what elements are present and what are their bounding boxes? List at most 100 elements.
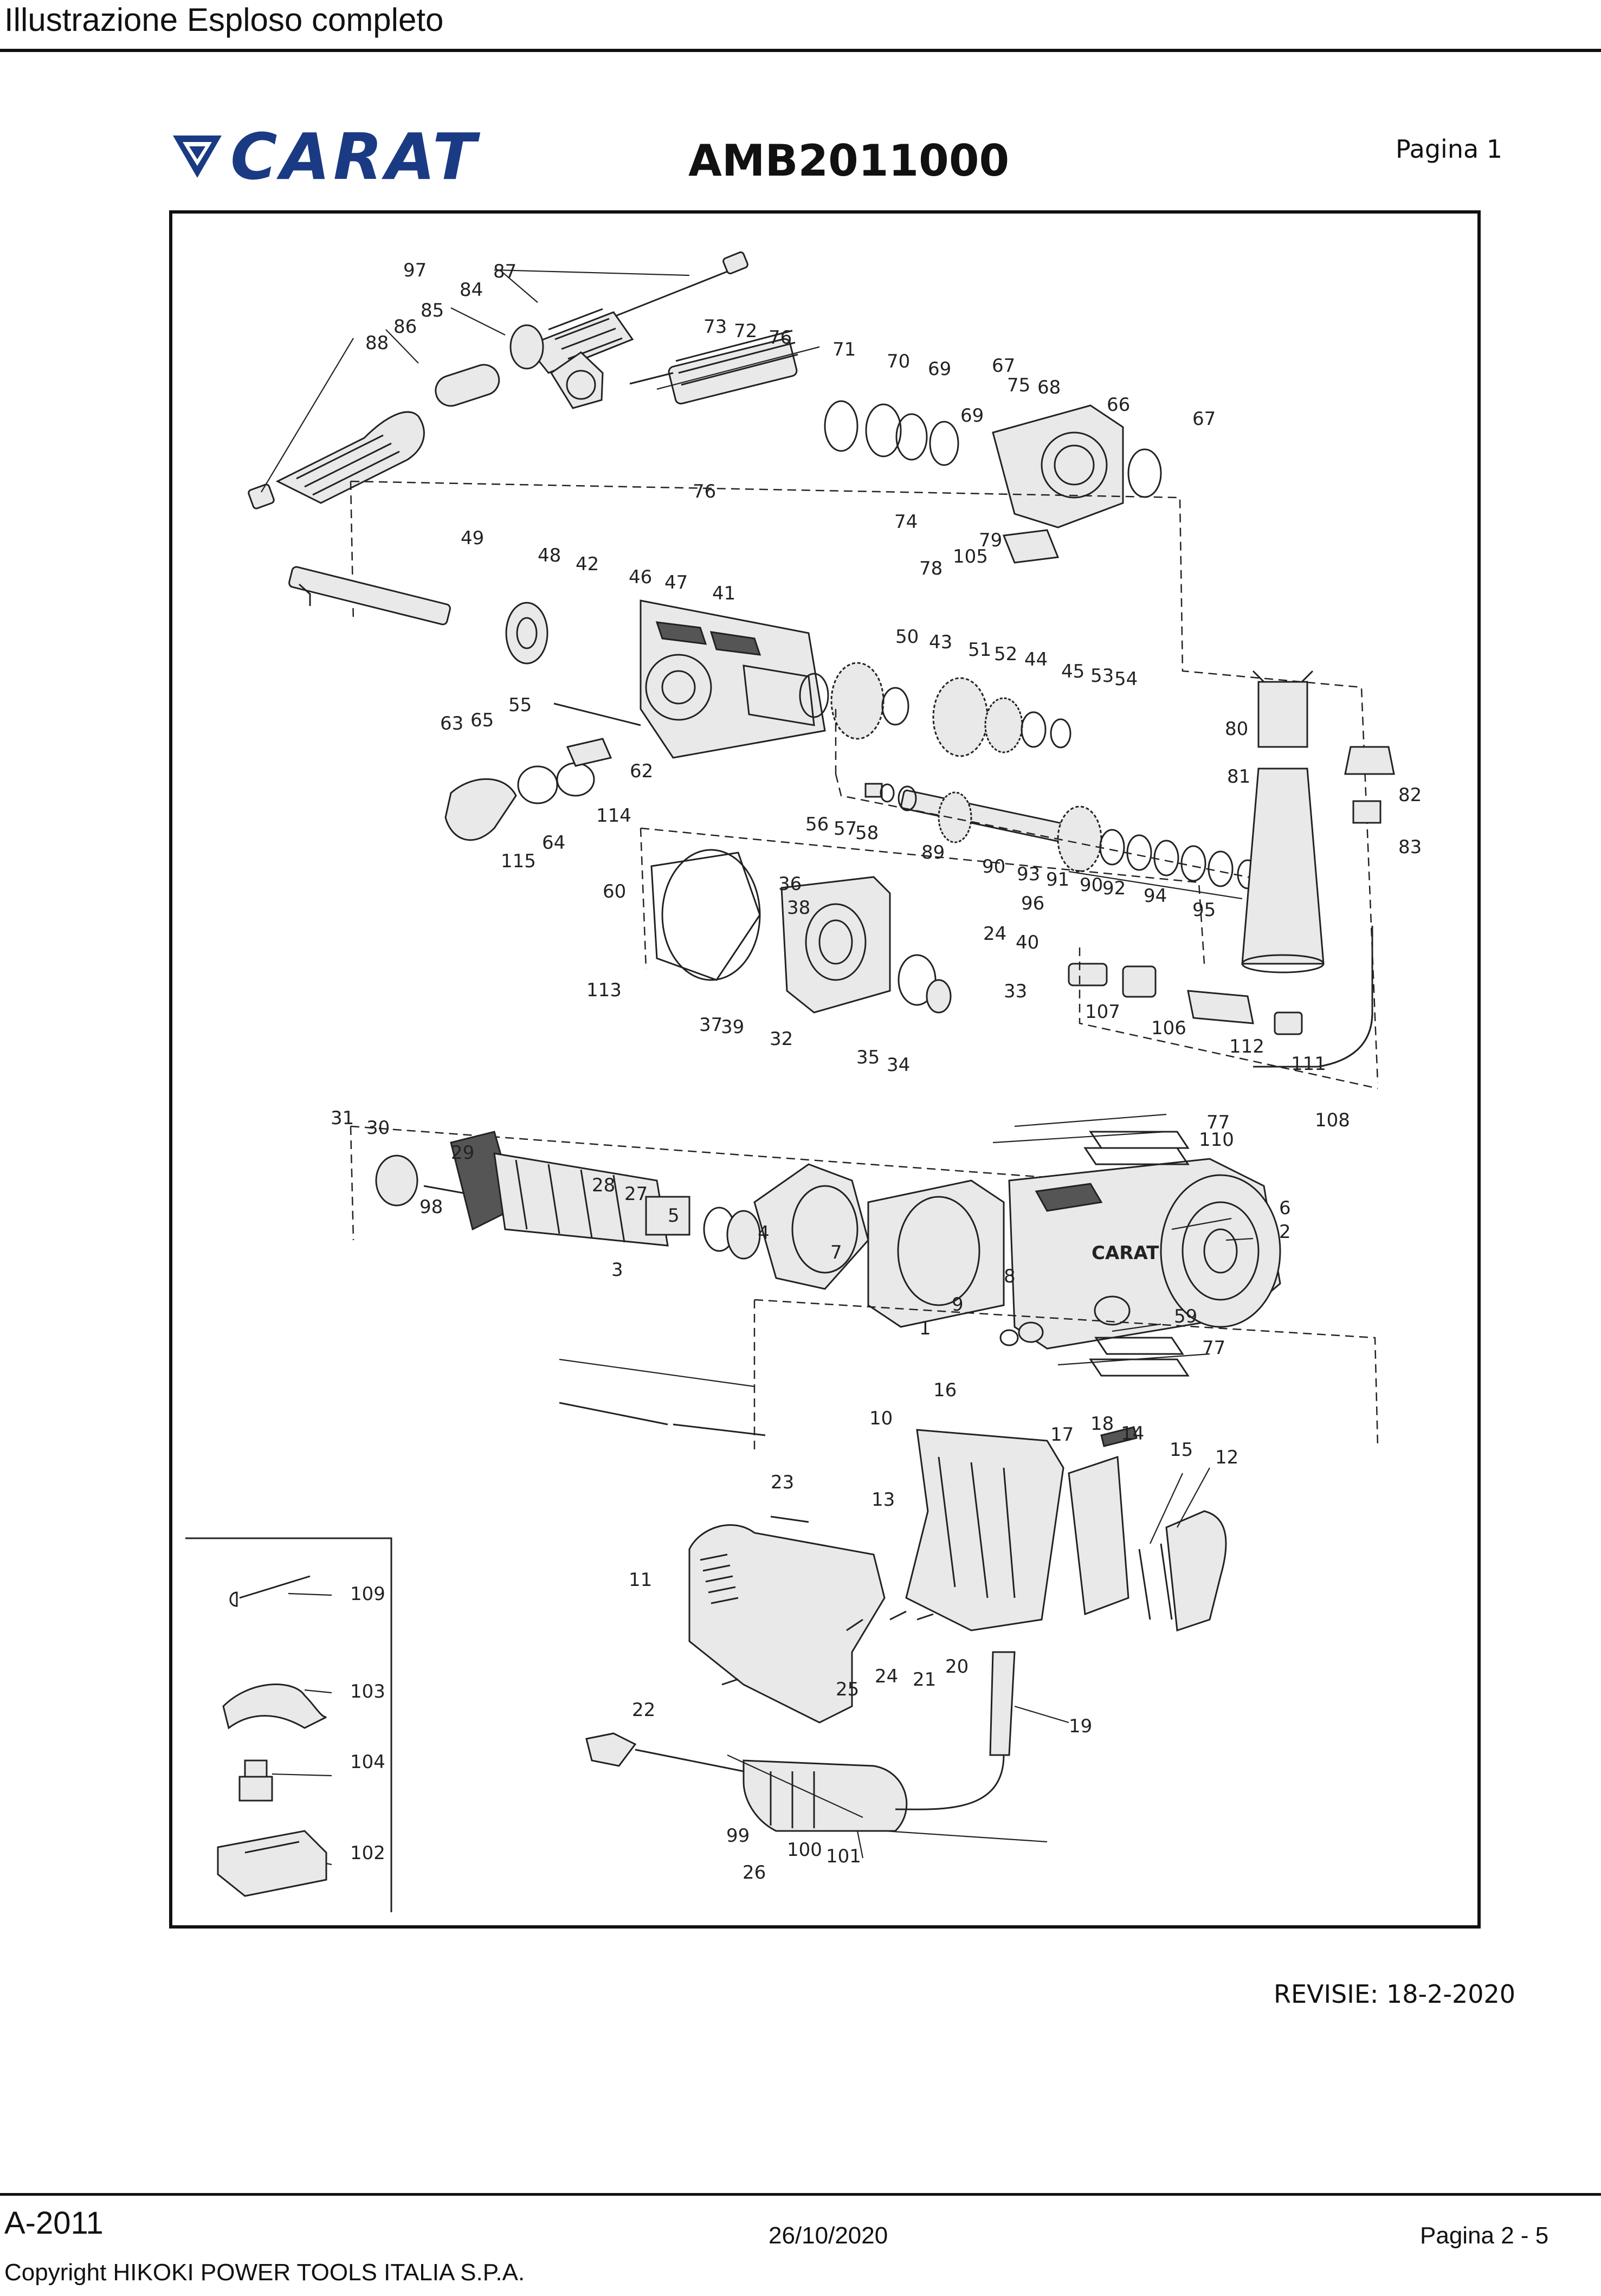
diamond-icon: [173, 136, 222, 178]
part-label: 43: [929, 631, 952, 653]
small-parts-56-58: [864, 783, 917, 811]
o-ring-35: [898, 954, 952, 1014]
part-label: 95: [1192, 899, 1216, 921]
part-label: 109: [350, 1583, 385, 1605]
handle-cover-12: [1138, 1510, 1227, 1632]
intermediate-shaft: [900, 789, 1258, 889]
part-label: 10: [869, 1408, 893, 1429]
part-label: 91: [1046, 869, 1069, 891]
part-label: 98: [419, 1196, 443, 1218]
part-label: 60: [603, 881, 626, 902]
part-label: 32: [770, 1028, 793, 1050]
spindle-rings: [824, 400, 959, 466]
part-label: 101: [826, 1846, 861, 1867]
long-screw-3: [559, 1402, 766, 1436]
water-fitting-83: [1352, 800, 1381, 824]
part-label: 99: [726, 1825, 750, 1847]
carat-logo-graphic: CARAT: [173, 119, 481, 194]
part-label: 27: [624, 1183, 648, 1205]
part-label: 5: [668, 1205, 680, 1227]
part-label: 105: [953, 546, 988, 567]
part-label: 84: [460, 279, 483, 301]
part-label: 111: [1291, 1053, 1326, 1075]
part-label: 115: [501, 850, 536, 872]
fan-guide-4: [753, 1163, 869, 1290]
housing-brand-text: CARAT: [1092, 1242, 1159, 1264]
part-label: 50: [895, 626, 919, 648]
part-label: 90: [1080, 874, 1103, 896]
header-divider: [0, 49, 1601, 52]
part-label: 74: [894, 511, 918, 533]
part-label: 47: [664, 572, 688, 594]
part-label: 57: [834, 818, 857, 840]
part-label: 78: [919, 558, 942, 579]
revision-note: REVISIE: 18-2-2020: [1274, 1979, 1516, 2009]
chuck-adapter: [1002, 529, 1060, 564]
part-label: 88: [365, 332, 389, 354]
part-label: 76: [693, 481, 716, 502]
part-label: 54: [1114, 668, 1138, 690]
footer-date: 26/10/2020: [769, 2222, 888, 2249]
part-label: 58: [855, 822, 879, 844]
part-label: 14: [1121, 1423, 1144, 1444]
part-label: 34: [887, 1054, 910, 1076]
part-label: 63: [440, 713, 463, 734]
part-label: 12: [1215, 1447, 1238, 1468]
part-label: 11: [629, 1569, 652, 1591]
part-label: 4: [758, 1222, 770, 1244]
part-label: 108: [1315, 1110, 1350, 1131]
part-label: 65: [470, 710, 494, 731]
part-label: 103: [350, 1681, 385, 1702]
bushing-8: [999, 1295, 1131, 1346]
leader-lines: [261, 269, 1254, 1866]
armature-29: [375, 1131, 761, 1260]
group-outline-handle: [754, 1299, 1379, 1447]
part-label: 71: [832, 339, 856, 360]
part-label: 110: [1199, 1129, 1234, 1151]
screws-21-25: [721, 1515, 934, 1686]
part-label: 48: [538, 545, 561, 566]
part-label: 42: [576, 553, 599, 575]
part-label: 102: [350, 1842, 385, 1864]
part-label: 69: [928, 358, 951, 380]
part-label: 19: [1069, 1715, 1092, 1737]
part-label: 44: [1024, 649, 1048, 670]
switch-housing-14: [1068, 1426, 1138, 1616]
part-label: 38: [787, 897, 810, 919]
part-label: 30: [366, 1117, 390, 1139]
part-label: 69: [960, 405, 984, 427]
water-sleeve-80: [1252, 670, 1314, 748]
part-label: 97: [403, 260, 427, 281]
group-outline-armature-left: [350, 1126, 354, 1241]
gears-43-53: [799, 662, 1071, 757]
part-label: 107: [1085, 1001, 1120, 1023]
logo-wordmark: CARAT: [230, 126, 481, 191]
part-label: 24: [875, 1666, 898, 1687]
part-label: 51: [968, 639, 991, 661]
side-handle-grip: [509, 308, 634, 374]
part-label: 28: [592, 1175, 615, 1196]
spacer-tube: [435, 364, 500, 407]
part-label: 104: [350, 1751, 385, 1773]
part-label: 72: [734, 320, 757, 342]
page-header-title: Illustrazione Esploso completo: [4, 2, 444, 38]
adapter-104: [238, 1759, 273, 1802]
group-outline-motor-support-left: [640, 828, 647, 970]
part-label: 96: [1021, 893, 1044, 914]
wrench-109: [229, 1575, 311, 1607]
part-label: 100: [787, 1839, 822, 1861]
footer-divider: [0, 2193, 1601, 2196]
model-number: AMB2011000: [688, 136, 1010, 186]
part-label: 36: [778, 873, 802, 895]
part-label: 80: [1225, 718, 1248, 740]
part-label: 55: [508, 694, 532, 716]
part-label: 8: [1004, 1266, 1016, 1287]
part-label: 68: [1037, 377, 1061, 398]
shaft-49: [288, 566, 451, 625]
part-label: 64: [542, 832, 565, 854]
part-label: 49: [461, 527, 484, 549]
part-label: 31: [331, 1107, 354, 1129]
part-label: 82: [1398, 784, 1422, 806]
brush-set-103: [222, 1684, 327, 1730]
part-label: 13: [871, 1489, 895, 1511]
